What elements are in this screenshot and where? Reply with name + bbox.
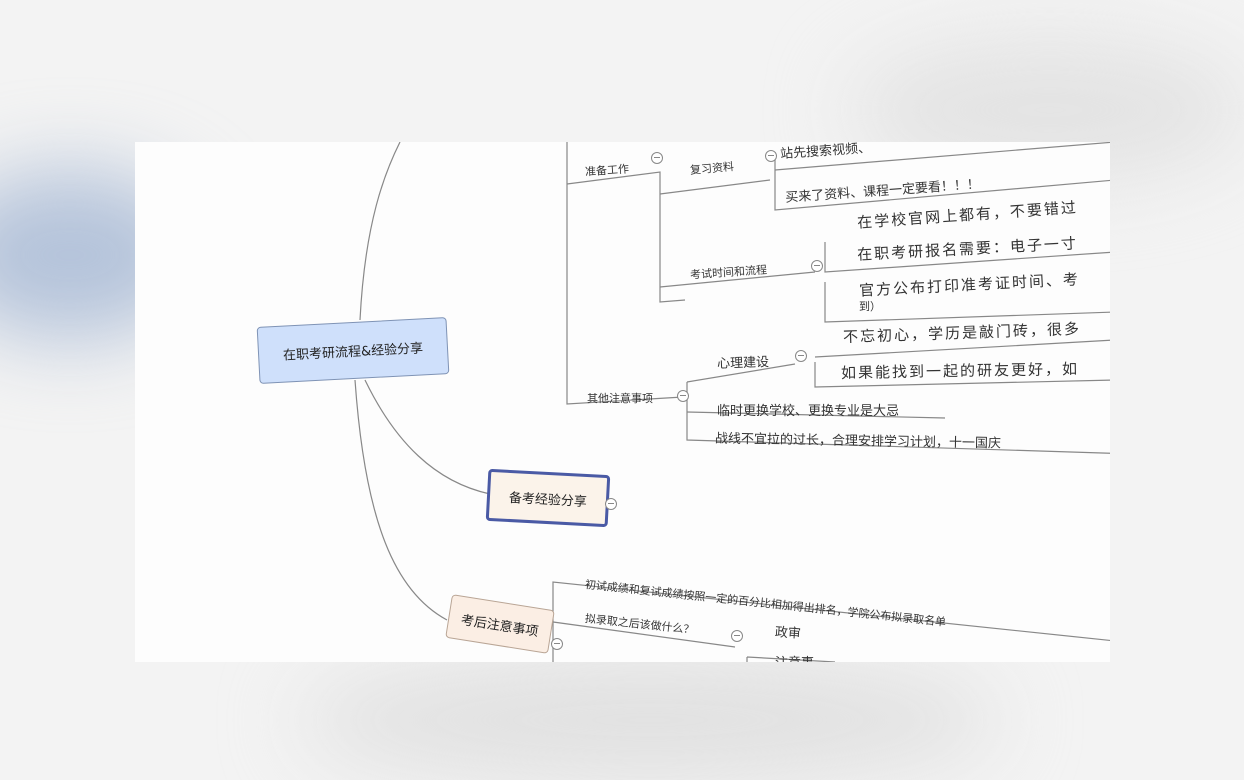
collapse-icon[interactable] (765, 150, 777, 162)
psych-item[interactable]: 如果能找到一起的研友更好，如 (840, 359, 1080, 383)
root-node[interactable]: 在职考研流程&经验分享 (256, 317, 450, 384)
after-label: 考后注意事项 (459, 612, 540, 640)
branch-other-notes[interactable]: 其他注意事项 (587, 392, 653, 405)
other-item[interactable]: 临时更换学校、更换专业是大忌 (717, 404, 900, 419)
collapse-icon[interactable] (677, 390, 689, 402)
collapse-icon[interactable] (651, 152, 663, 164)
mindmap-canvas[interactable]: 在职考研流程&经验分享 备考经验分享 考后注意事项 准备工作 复习资料 站先搜索… (135, 142, 1110, 662)
branch-prep-work[interactable]: 准备工作 (584, 162, 630, 179)
branch-psych[interactable]: 心理建设 (716, 355, 770, 372)
root-label: 在职考研流程&经验分享 (282, 341, 424, 364)
collapse-icon[interactable] (795, 350, 807, 362)
after-sub-item[interactable]: 政审 (774, 625, 802, 642)
collapse-icon[interactable] (551, 638, 563, 650)
background-blur (300, 660, 1000, 780)
prep-node[interactable]: 备考经验分享 (485, 468, 611, 528)
collapse-icon[interactable] (811, 260, 823, 272)
mindmap-links (354, 142, 1110, 662)
collapse-icon[interactable] (605, 498, 617, 510)
collapse-icon[interactable] (731, 630, 743, 642)
prep-label: 备考经验分享 (508, 490, 588, 510)
after-sub-item[interactable]: 注意事 (775, 652, 814, 662)
exam-item-cont: 到） (859, 300, 881, 313)
